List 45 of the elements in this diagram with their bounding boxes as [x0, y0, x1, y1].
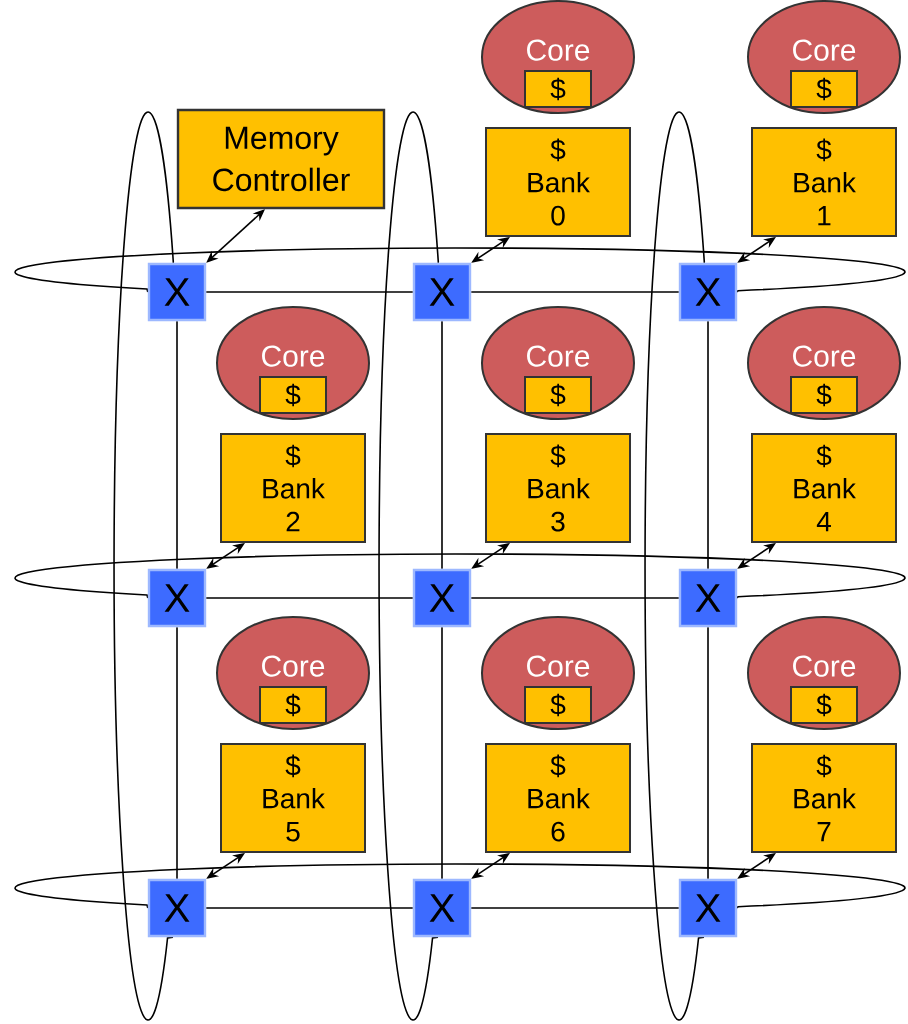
router-box: X [412, 262, 472, 322]
cache-box: $ [790, 686, 858, 724]
bank-box: $ Bank 7 [751, 743, 897, 853]
bank-box: $ Bank 0 [485, 127, 631, 237]
connector-line [441, 626, 443, 880]
connector-line [205, 291, 414, 293]
router-box: X [678, 262, 738, 322]
connector-line [14, 863, 906, 909]
cache-box: $ [259, 686, 327, 724]
connector-line [441, 320, 443, 570]
arrow [206, 209, 265, 263]
router-box: X [147, 568, 207, 628]
cache-box: $ [790, 376, 858, 414]
connector-line [470, 291, 680, 293]
bank-box: $ Bank 2 [220, 433, 366, 543]
connector-line [707, 320, 709, 570]
connector-line [470, 597, 680, 599]
connector-line [205, 907, 414, 909]
cache-box: $ [524, 70, 592, 108]
connector-line [176, 626, 178, 880]
connector-line [707, 626, 709, 880]
connector-line [644, 111, 706, 1021]
connector-line [14, 553, 906, 599]
cache-box: $ [524, 376, 592, 414]
connector-line [113, 111, 175, 1021]
bank-box: $ Bank 4 [751, 433, 897, 543]
connector-line [378, 111, 440, 1021]
controller-box: Memory Controller [176, 108, 386, 210]
connector-line [470, 907, 680, 909]
connector-line [205, 597, 414, 599]
router-box: X [412, 878, 472, 938]
cache-box: $ [524, 686, 592, 724]
router-box: X [412, 568, 472, 628]
bank-box: $ Bank 3 [485, 433, 631, 543]
router-box: X [678, 878, 738, 938]
connector-line [14, 247, 906, 293]
cache-box: $ [259, 376, 327, 414]
bank-box: $ Bank 1 [751, 127, 897, 237]
router-box: X [678, 568, 738, 628]
cache-box: $ [790, 70, 858, 108]
router-box: X [147, 262, 207, 322]
bank-box: $ Bank 5 [220, 743, 366, 853]
bank-box: $ Bank 6 [485, 743, 631, 853]
router-box: X [147, 878, 207, 938]
connector-line [176, 320, 178, 570]
